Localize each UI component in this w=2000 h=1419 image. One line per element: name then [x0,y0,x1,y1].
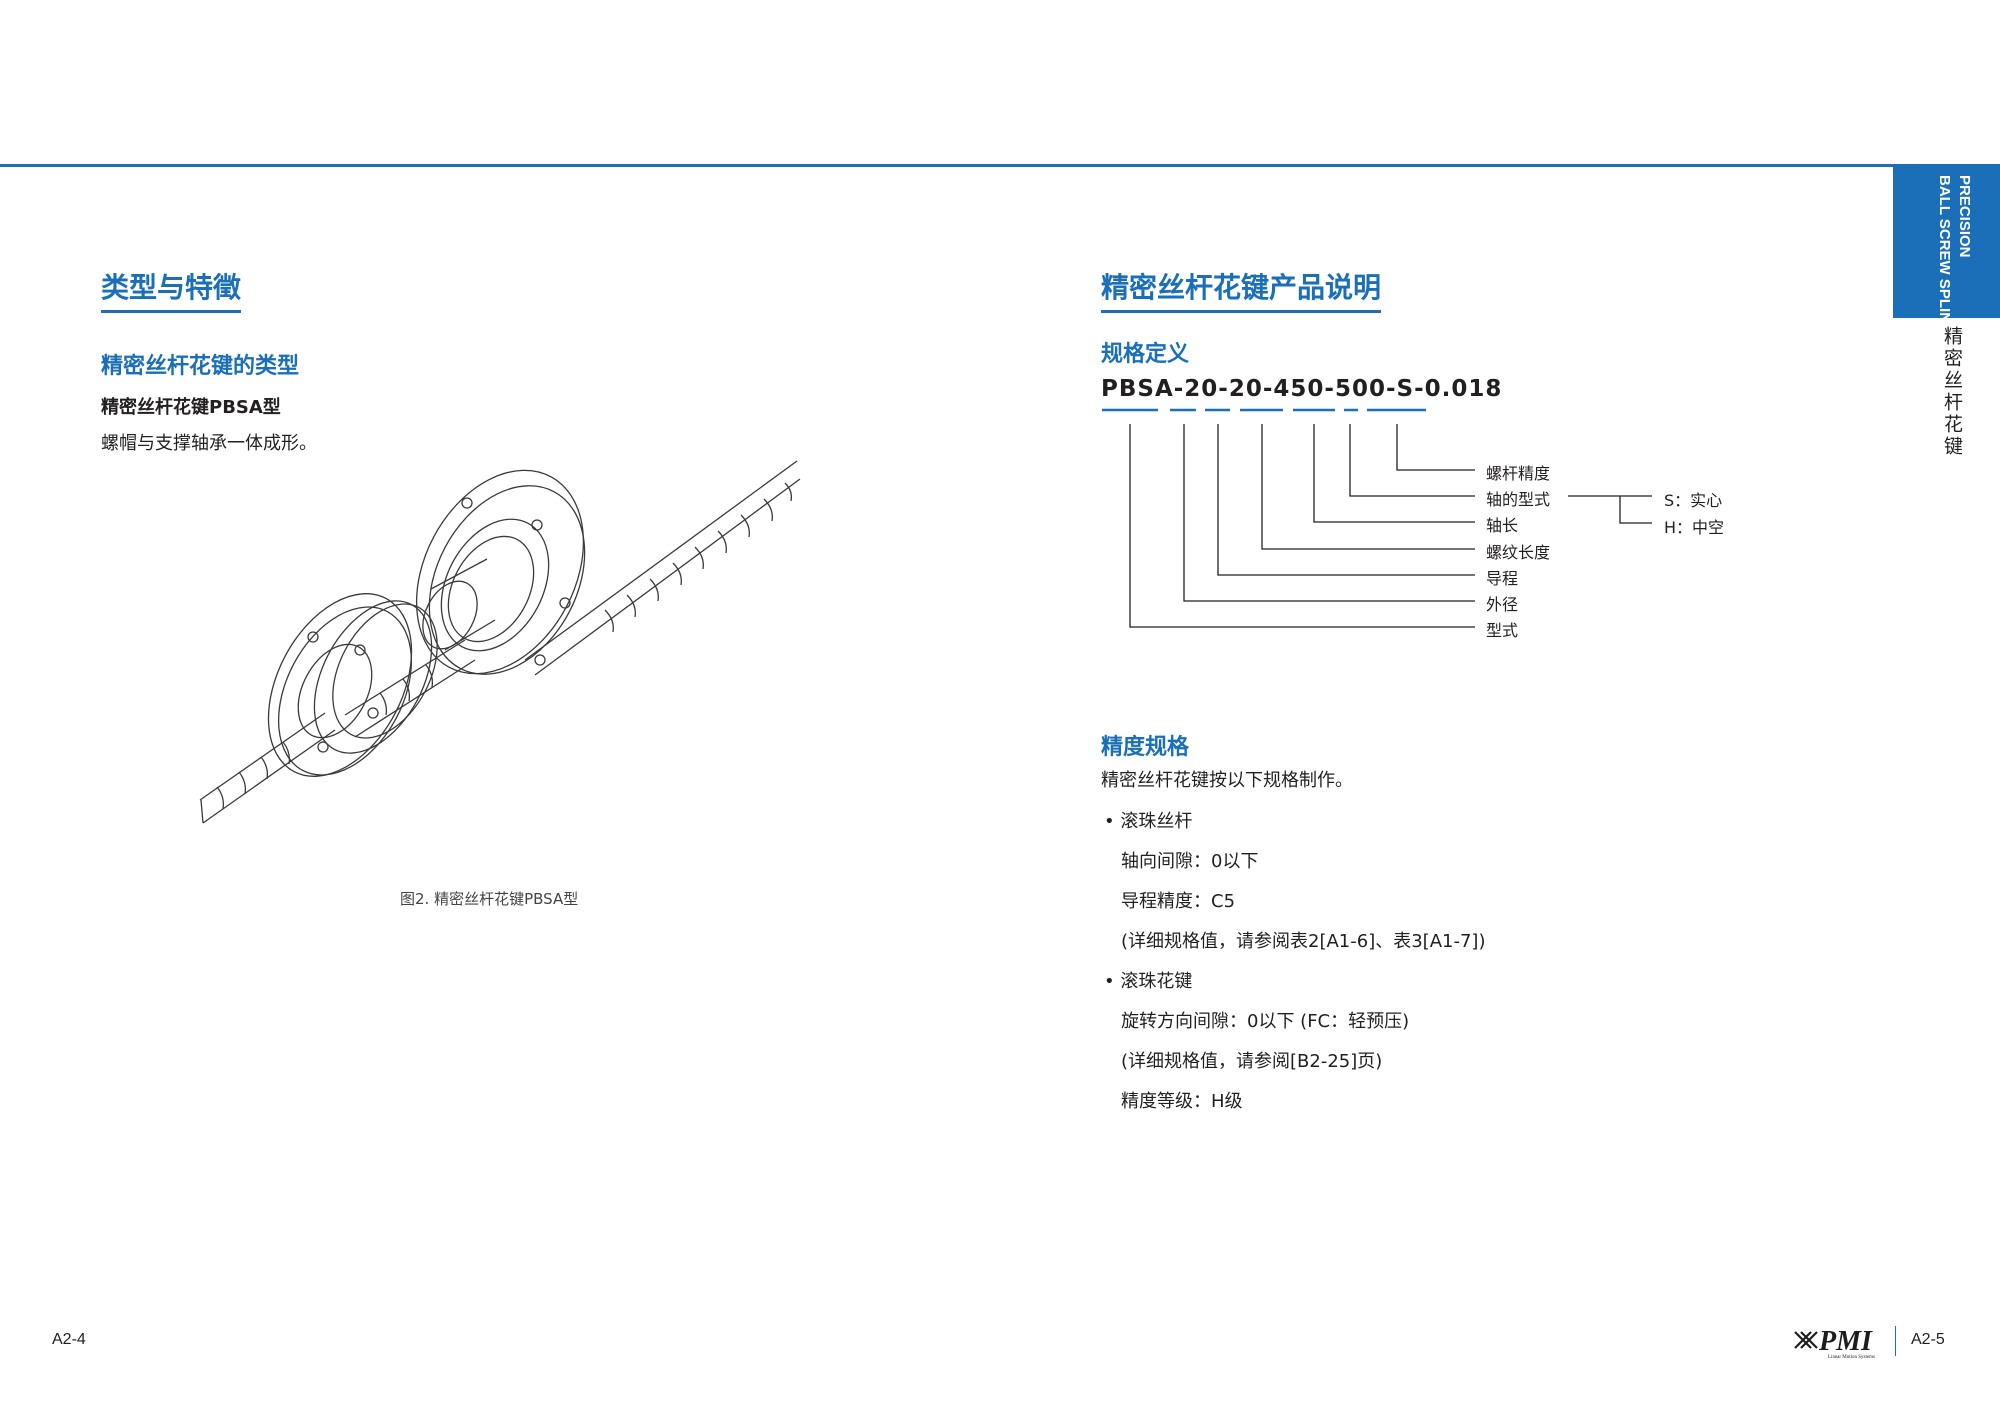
figure-caption: 图2. 精密丝杆花键PBSA型 [400,890,579,908]
header-rule [0,164,2000,167]
accuracy-intro: 精密丝杆花键按以下规格制作。 [1101,770,1353,791]
section-tab[interactable]: PRECISION BALL SCREW SPLINE [1893,165,2000,334]
right-heading: 精密丝杆花键产品说明 [1101,266,1382,313]
spec-label-lead: 导程 [1486,569,1519,588]
spec-label-thread-length: 螺纹长度 [1486,543,1551,562]
logo-tagline: Linear Motion Systems [1828,1355,1875,1360]
type-name: 精密丝杆花键PBSA型 [101,397,281,418]
page-number-left: A2-4 [52,1331,86,1348]
spec-label-shaft-length: 轴长 [1486,516,1519,535]
footer-divider [1895,1326,1896,1356]
ballscrew-title: • 滚珠丝杆 [1104,811,1193,832]
type-description: 螺帽与支撑轴承一体成形。 [101,433,317,454]
pmi-logo: PMI Linear Motion Systems [1794,1326,1875,1360]
model-code: PBSA-20-20-450-500-S-0.018 [1101,376,1503,402]
section-tab-chinese: 精密丝杆花键 [1941,326,1963,458]
spec-label-screw-accuracy: 螺杆精度 [1486,464,1551,483]
spec-label-shaft-type: 轴的型式 [1486,490,1551,509]
ballscrew-axial-clearance: 轴向间隙：0以下 [1121,851,1259,872]
ball-screw-spline-illustration [199,460,801,824]
section-tab-english: PRECISION BALL SCREW SPLINE [1936,175,1973,334]
left-subheading: 精密丝杆花键的类型 [101,354,300,379]
ballscrew-reference: (详细规格值，请参阅表2[A1-6]、表3[A1-7]) [1121,931,1486,952]
spec-label-type: 型式 [1486,621,1519,640]
page-number-right: A2-5 [1911,1331,1945,1348]
logo-brand: PMI [1818,1326,1873,1357]
spline-title: • 滚珠花键 [1104,971,1193,992]
spec-heading: 规格定义 [1101,342,1190,367]
spec-label-outer-diameter: 外径 [1486,595,1519,614]
left-heading: 类型与特徵 [101,266,242,313]
accuracy-heading: 精度规格 [1101,735,1190,760]
spline-reference: (详细规格值，请参阅[B2-25]页) [1121,1051,1383,1072]
spline-rotational-clearance: 旋转方向间隙：0以下 (FC：轻预压) [1121,1011,1410,1032]
ballscrew-lead-accuracy: 导程精度：C5 [1121,891,1236,912]
shaft-option-hollow: H：中空 [1664,518,1725,537]
shaft-option-solid: S：实心 [1664,491,1723,510]
spline-accuracy-grade: 精度等级：H级 [1121,1091,1243,1112]
model-code-diagram [1102,408,1652,628]
